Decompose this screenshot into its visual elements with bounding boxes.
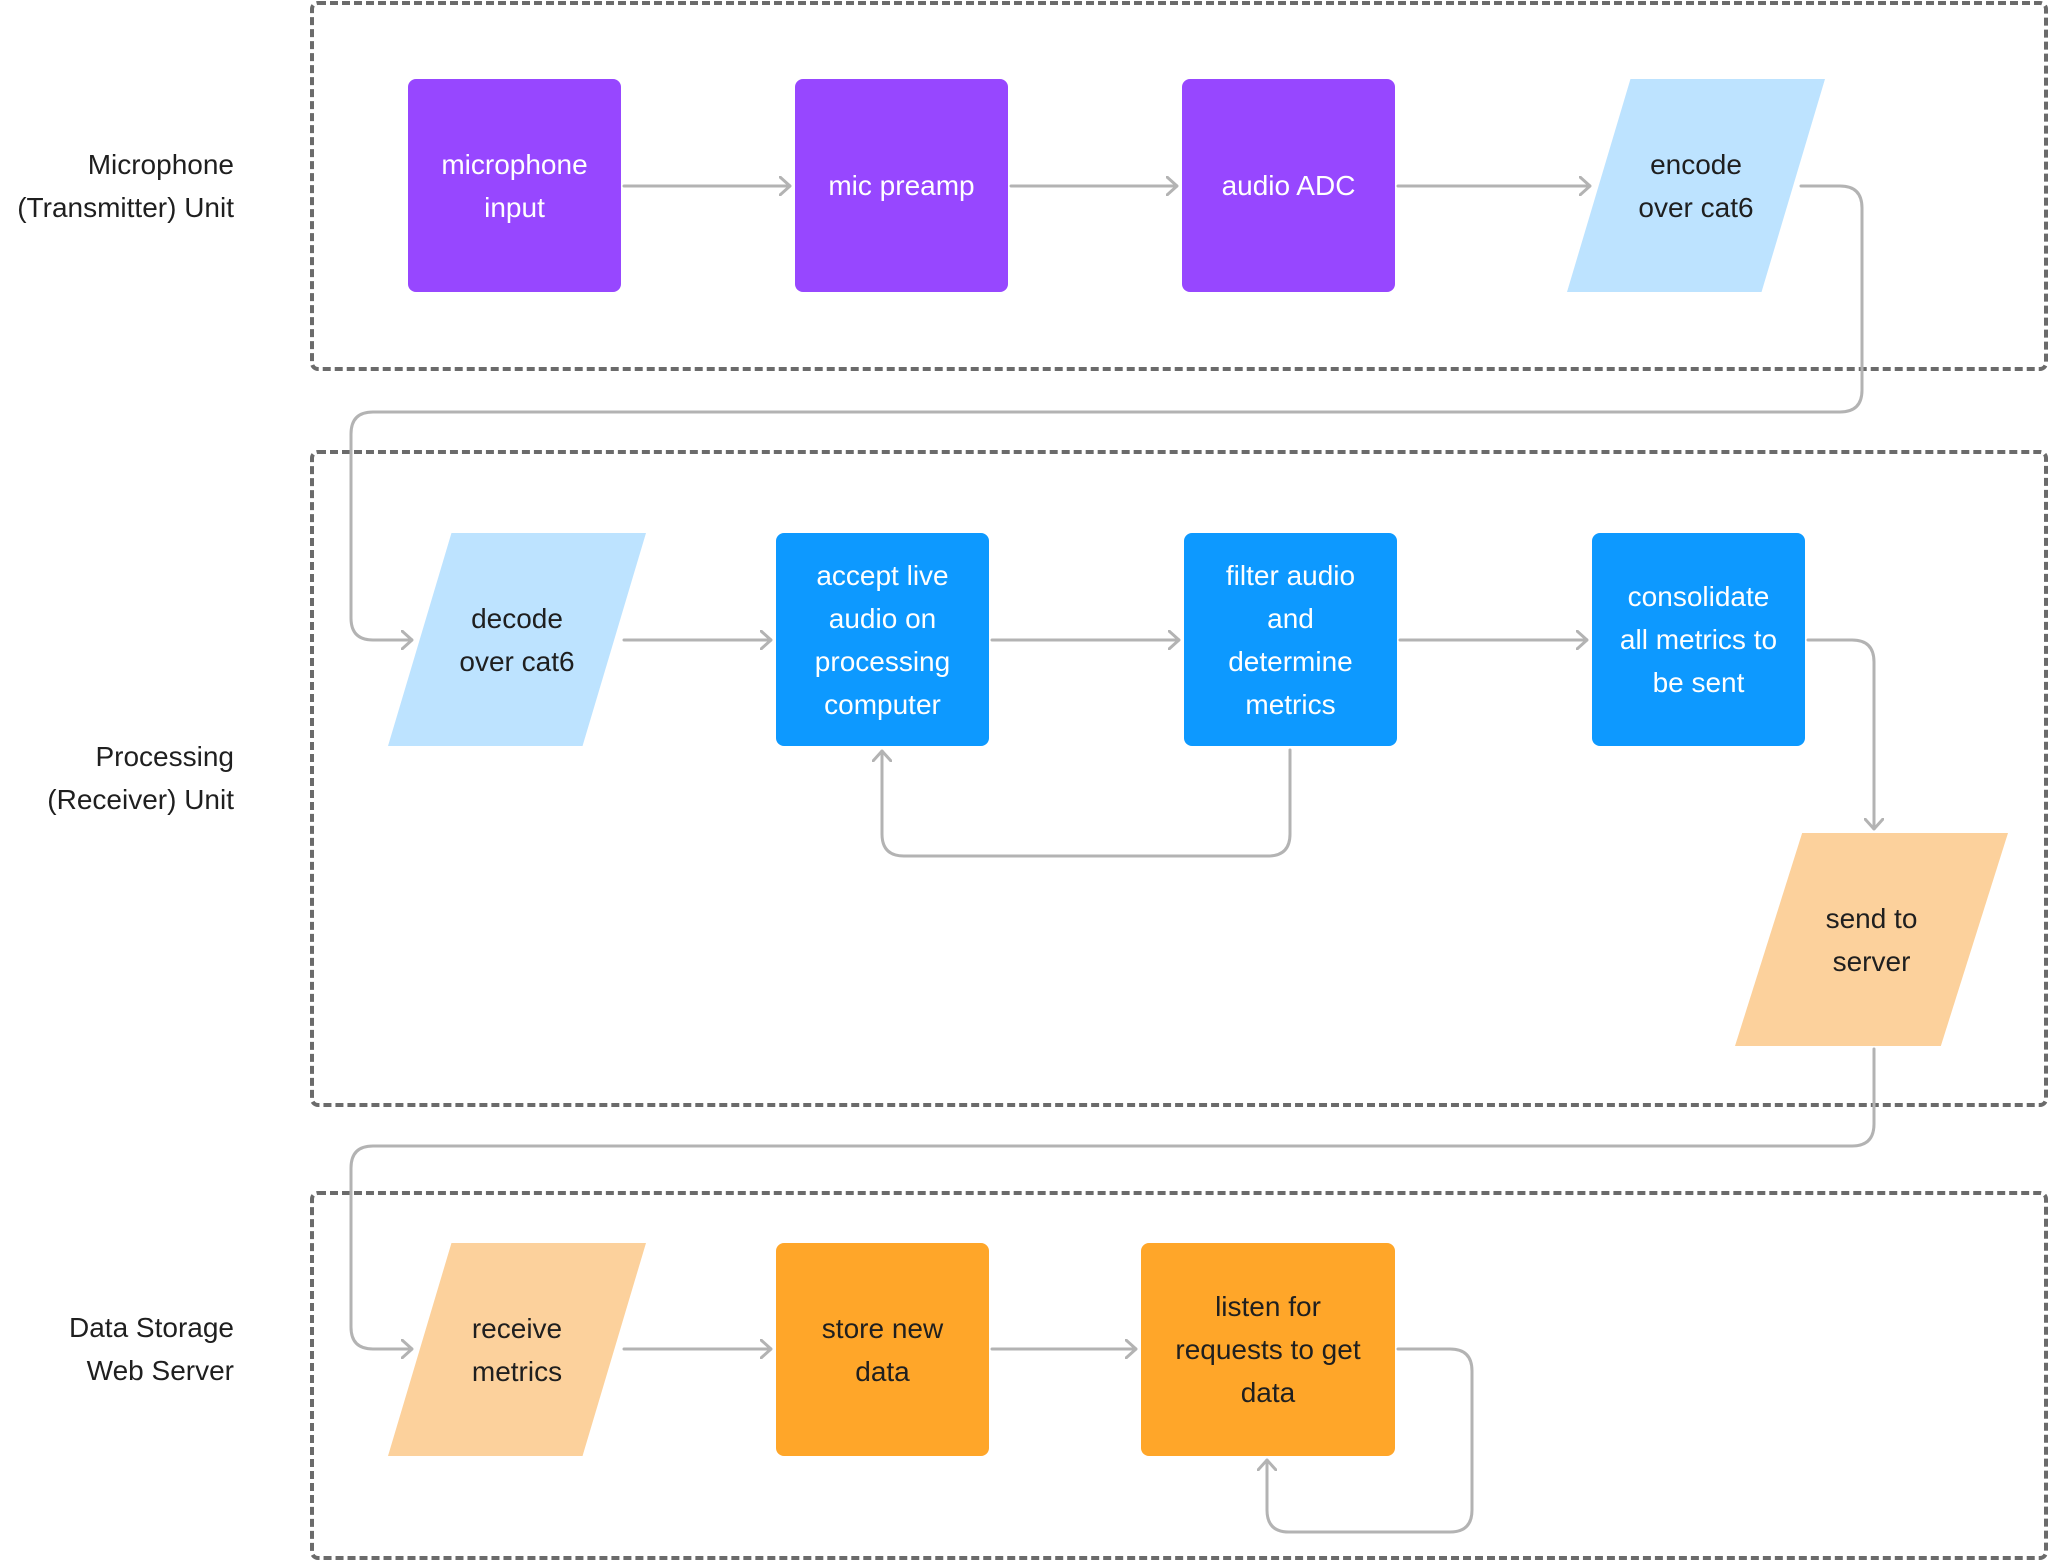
node-store-new-data: store new data	[776, 1243, 989, 1456]
node-receive-metrics: receive metrics	[388, 1243, 646, 1456]
node-mic-preamp: mic preamp	[795, 79, 1008, 292]
node-label: mic preamp	[828, 170, 975, 201]
node-label: store new data	[821, 1312, 944, 1387]
node-label: microphone input	[441, 148, 588, 223]
node-label: encode over cat6	[1638, 148, 1754, 223]
lane-data-storage-web-server	[310, 1191, 2048, 1560]
edge-listen-self-loop	[1267, 1347, 1474, 1534]
lane-label-server: Data Storage Web Server	[69, 1312, 234, 1386]
node-decode-over-cat6: decode over cat6	[388, 533, 646, 746]
lane-label-transmitter: Microphone (Transmitter) Unit	[17, 149, 234, 223]
node-label: consolidate all metrics to be sent	[1619, 581, 1778, 698]
node-audio-adc: audio ADC	[1182, 79, 1395, 292]
lane-transmitter-unit	[310, 1, 2048, 371]
node-encode-over-cat6: encode over cat6	[1567, 79, 1825, 292]
node-label: accept live audio on processing computer	[814, 559, 951, 720]
node-listen-for-requests: listen for requests to get data	[1141, 1243, 1395, 1456]
node-microphone-input: microphone input	[408, 79, 621, 292]
edge-filter-loop-to-accept	[882, 748, 1292, 858]
node-accept-live-audio: accept live audio on processing computer	[776, 533, 989, 746]
node-send-to-server: send to server	[1735, 833, 2008, 1046]
node-label: listen for requests to get data	[1175, 1291, 1361, 1408]
node-label: send to server	[1825, 902, 1918, 977]
node-label: filter audio and determine metrics	[1225, 559, 1356, 720]
node-filter-audio: filter audio and determine metrics	[1184, 533, 1397, 746]
node-consolidate-metrics: consolidate all metrics to be sent	[1592, 533, 1805, 746]
edge-consolidate-to-send	[1806, 638, 1874, 831]
node-label: receive metrics	[471, 1312, 563, 1387]
node-label: decode over cat6	[459, 602, 575, 677]
lane-label-receiver: Processing (Receiver) Unit	[47, 741, 234, 815]
edge-send-to-receive	[349, 1047, 1876, 1349]
node-label: audio ADC	[1221, 170, 1356, 201]
edge-encode-to-decode	[349, 184, 1864, 640]
lane-receiver-unit	[310, 450, 2048, 1107]
